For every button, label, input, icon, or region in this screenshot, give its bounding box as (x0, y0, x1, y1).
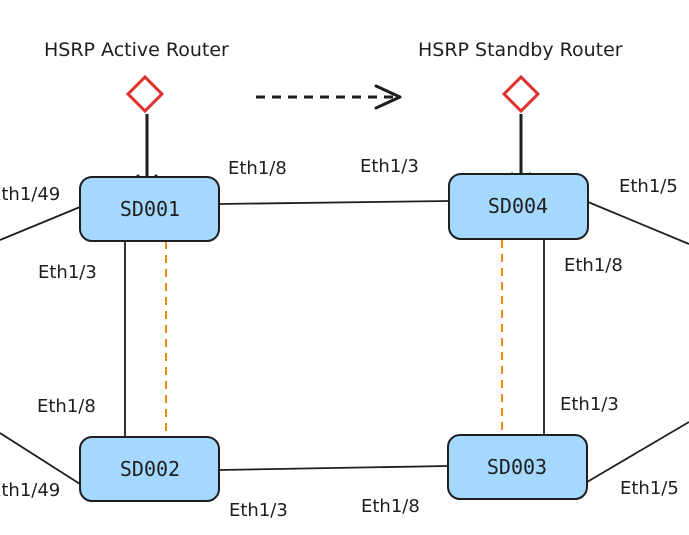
link-sd002-sd003 (218, 465, 449, 471)
standby-diamond-icon (501, 74, 541, 114)
uplink-sd004 (587, 201, 689, 245)
switch-sd002[interactable]: SD002 (79, 436, 220, 502)
port-label: Eth1/8 (564, 255, 623, 276)
uplink-sd003 (586, 421, 689, 483)
uplink-sd002 (0, 432, 81, 485)
port-label: Eth1/3 (360, 156, 419, 177)
link-sd001-sd004 (218, 200, 450, 205)
port-label: Eth1/3 (560, 394, 619, 415)
port-label: Eth1/8 (361, 496, 420, 517)
sd001-label: SD001 (120, 197, 180, 221)
sd002-label: SD002 (120, 457, 180, 481)
port-label: Eth1/3 (229, 500, 288, 521)
port-label: Eth1/5 (620, 478, 679, 499)
failover-arrow (256, 84, 402, 110)
active-diamond-icon (125, 74, 165, 114)
switch-sd003[interactable]: SD003 (447, 434, 588, 500)
active-router-title: HSRP Active Router (44, 39, 229, 61)
switch-sd004[interactable]: SD004 (448, 173, 589, 240)
port-label: Eth1/8 (228, 158, 287, 179)
port-label: Eth1/8 (37, 396, 96, 417)
port-label: Eth1/49 (0, 480, 60, 501)
sd004-label: SD004 (488, 194, 548, 218)
switch-sd001[interactable]: SD001 (79, 176, 220, 242)
port-label: Eth1/49 (0, 184, 60, 205)
sd003-label: SD003 (487, 455, 547, 479)
uplink-sd001 (0, 206, 81, 241)
port-label: Eth1/3 (38, 262, 97, 283)
standby-router-title: HSRP Standby Router (418, 39, 623, 61)
port-label: Eth1/5 (619, 176, 678, 197)
